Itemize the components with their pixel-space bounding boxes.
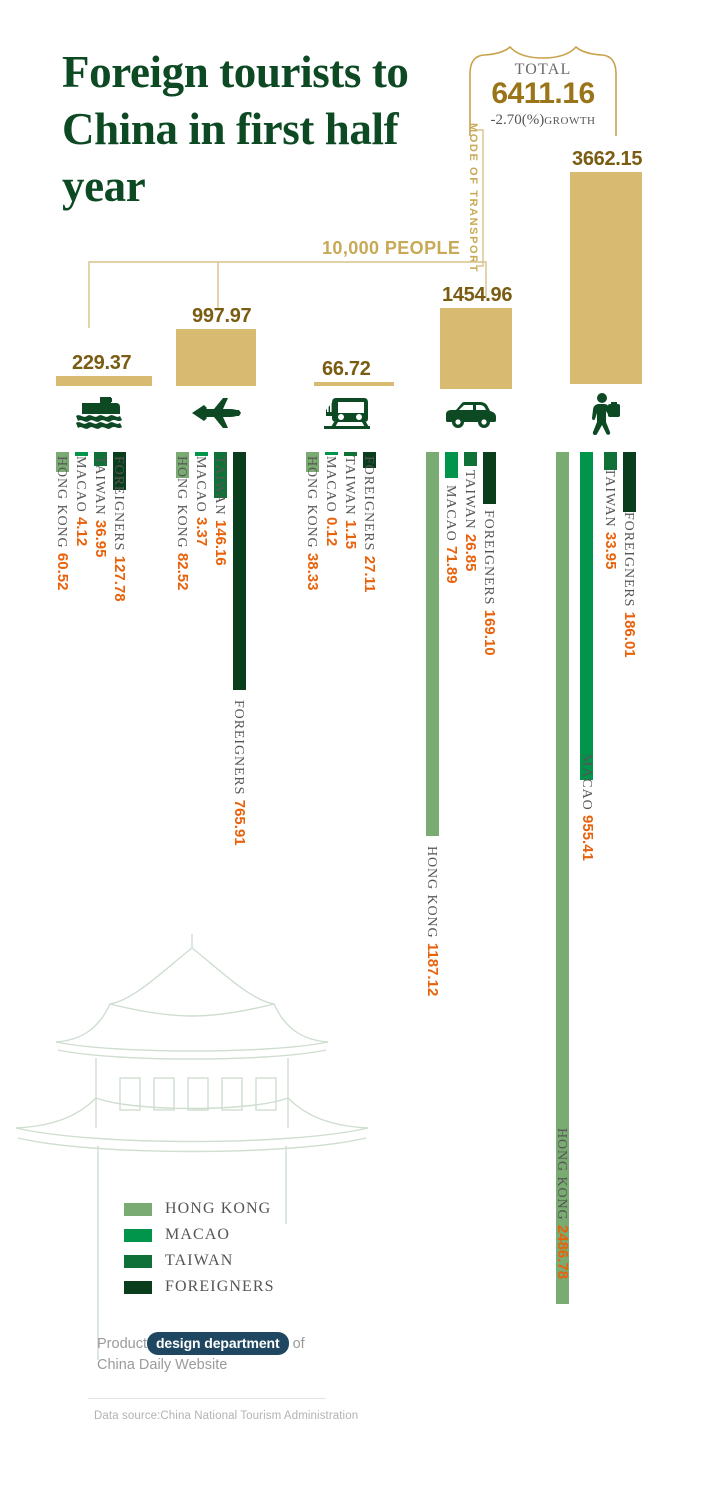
segment-label-macao: MACAO 0.12 [323, 456, 340, 547]
total-badge: TOTAL 6411.16 -2.70(%)GROWTH [468, 44, 618, 136]
segment-bar-foreigners [233, 452, 246, 690]
unit-label: 10,000 PEOPLE [322, 238, 461, 258]
legend-item-foreigners: FOREIGNERS [124, 1274, 275, 1300]
footer-divider [88, 1398, 326, 1399]
segment-label-taiwan: TAIWAN 33.95 [602, 468, 619, 570]
train-icon [320, 392, 374, 432]
column-total-value: 229.37 [72, 352, 132, 374]
column-total-bar [440, 308, 512, 389]
segment-bar-foreigners [483, 452, 496, 504]
segment-bar-foreigners [363, 452, 376, 468]
segment-bar-macao [445, 452, 458, 478]
column-total-bar [570, 172, 642, 384]
column-walking: 3662.15 HONG KONG 2486.78 MACAO 955.41 T… [554, 0, 676, 1512]
segment-bar-macao [325, 452, 338, 455]
legend-item-taiwan: TAIWAN [124, 1248, 275, 1274]
segment-label-hong-kong: HONG KONG 38.33 [304, 456, 321, 591]
legend-swatch-taiwan [124, 1254, 152, 1268]
column-total-value: 997.97 [192, 305, 252, 327]
legend-swatch-macao [124, 1228, 152, 1242]
car-icon [442, 398, 498, 430]
column-ship: 229.37 HONG KONG 60.52 MACAO 4.12 TAIWAN… [54, 0, 176, 1512]
segment-bar-taiwan [94, 452, 107, 466]
total-value: 6411.16 [491, 77, 595, 110]
segment-bar-taiwan [214, 452, 227, 498]
column-car: 1454.96 HONG KONG 1187.12 MACAO 71.89 TA… [424, 0, 546, 1512]
segment-label-foreigners: FOREIGNERS 765.91 [231, 700, 248, 846]
column-total-bar [314, 382, 394, 386]
mode-bracket-shape [478, 129, 484, 267]
ship-icon [70, 392, 128, 432]
credit-pill: design department [146, 1332, 289, 1356]
segment-bar-hong-kong [176, 452, 189, 478]
segment-bar-macao [195, 452, 208, 456]
segment-label-macao: MACAO 4.12 [73, 456, 90, 547]
segment-bar-macao [580, 452, 593, 780]
segment-bar-taiwan [464, 452, 477, 466]
column-total-value: 3662.15 [572, 148, 643, 170]
legend-swatch-foreigners [124, 1280, 152, 1294]
segment-bar-taiwan [604, 452, 617, 470]
page-title: Foreign tourists to China in first half … [62, 47, 409, 212]
column-total-bar [56, 376, 152, 386]
legend-swatch-hong-kong [124, 1202, 152, 1216]
segment-bar-macao [75, 452, 88, 456]
badge-bracket-shape [469, 45, 617, 136]
total-growth: -2.70(%)GROWTH [468, 112, 618, 129]
segment-bar-hong-kong [306, 452, 319, 472]
segment-label-hong-kong: HONG KONG 82.52 [174, 456, 191, 591]
segment-bar-taiwan [344, 452, 357, 456]
segment-label-taiwan: TAIWAN 26.85 [462, 470, 479, 572]
column-total-value: 1454.96 [442, 284, 513, 306]
legend-label-hong-kong: HONG KONG [165, 1200, 272, 1217]
legend-item-hong-kong: HONG KONG [124, 1196, 275, 1222]
growth-word: GROWTH [544, 115, 596, 127]
segment-bar-foreigners [113, 452, 126, 490]
data-source: Data source:China National Tourism Admin… [94, 1410, 359, 1422]
legend: HONG KONG MACAO TAIWAN FOREIGNERS [124, 1196, 275, 1300]
pagoda-watermark [14, 930, 374, 1365]
column-total-bar [176, 329, 256, 386]
segment-label-hong-kong: HONG KONG 60.52 [54, 456, 71, 591]
total-label: TOTAL [514, 61, 572, 78]
mode-of-transport-axis: MODE OF TRANSPORT [462, 123, 484, 273]
plane-icon [190, 396, 242, 430]
segment-bar-hong-kong [556, 452, 569, 1304]
segment-bar-hong-kong [56, 452, 69, 472]
segment-label-foreigners: FOREIGNERS 127.78 [111, 456, 128, 602]
segment-label-hong-kong: HONG KONG 1187.12 [424, 846, 441, 997]
segment-label-macao: MACAO 71.89 [443, 485, 460, 584]
legend-item-macao: MACAO [124, 1222, 275, 1248]
walk-icon [586, 392, 624, 436]
growth-value: -2.70(%) [490, 112, 545, 128]
segment-label-macao: MACAO 955.41 [579, 754, 596, 861]
segment-label-taiwan: TAIWAN 36.95 [92, 456, 109, 558]
column-train: 66.72 HONG KONG 38.33 MACAO 0.12 TAIWAN … [304, 0, 426, 1512]
segment-label-foreigners: FOREIGNERS 186.01 [621, 512, 638, 658]
segment-label-taiwan: TAIWAN 1.15 [342, 456, 359, 550]
segment-label-hong-kong: HONG KONG 2486.78 [554, 1128, 571, 1280]
credit-prefix: Product [97, 1336, 147, 1352]
segment-bar-hong-kong [426, 452, 439, 836]
legend-label-taiwan: TAIWAN [165, 1252, 234, 1269]
legend-label-foreigners: FOREIGNERS [165, 1278, 275, 1295]
column-total-value: 66.72 [322, 358, 371, 380]
segment-label-foreigners: FOREIGNERS 27.11 [361, 456, 378, 593]
credit-line-2: China Daily Website [97, 1357, 228, 1374]
segment-bar-foreigners [623, 452, 636, 512]
segment-label-macao: MACAO 3.37 [193, 456, 210, 547]
segment-label-foreigners: FOREIGNERS 169.10 [481, 510, 498, 656]
scale-bracket [88, 261, 487, 328]
credit-suffix: of [292, 1336, 305, 1352]
segment-label-taiwan: TAIWAN 146.16 [212, 456, 229, 566]
legend-label-macao: MACAO [165, 1226, 231, 1243]
column-plane: 997.97 HONG KONG 82.52 MACAO 3.37 TAIWAN… [174, 0, 296, 1512]
